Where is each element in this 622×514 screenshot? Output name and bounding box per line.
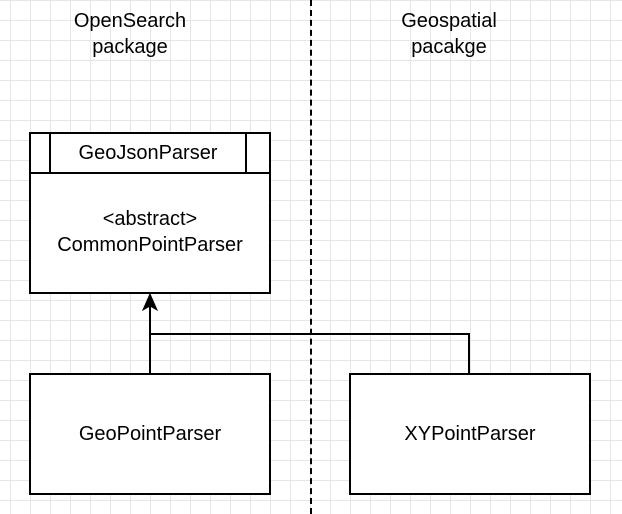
- geo-point-parser-class[interactable]: GeoPointParser: [29, 373, 271, 495]
- package-label-line: pacakge: [411, 36, 487, 58]
- package-label-line: package: [92, 36, 168, 58]
- interface-bar-left: [49, 134, 51, 172]
- xy-point-parser-class[interactable]: XYPointParser: [349, 373, 591, 495]
- class-body: <abstract> CommonPointParser: [31, 206, 269, 258]
- interface-name: GeoJsonParser: [78, 142, 218, 164]
- class-name: CommonPointParser: [57, 234, 243, 256]
- geojson-parser-interface: GeoJsonParser: [31, 134, 269, 174]
- connector-line: [149, 333, 470, 373]
- class-name: GeoPointParser: [78, 423, 222, 445]
- package-label-line: OpenSearch: [73, 10, 187, 32]
- class-name: XYPointParser: [404, 423, 536, 445]
- common-point-parser-class[interactable]: GeoJsonParser <abstract> CommonPointPars…: [29, 132, 271, 294]
- interface-bar-right: [245, 134, 247, 172]
- package-divider: [310, 0, 312, 514]
- opensearch-package-label: OpenSearch package: [30, 8, 230, 60]
- class-stereotype: <abstract>: [102, 208, 198, 230]
- package-label-line: Geospatial: [401, 10, 497, 32]
- geospatial-package-label: Geospatial pacakge: [349, 8, 549, 60]
- inheritance-arrowhead: [141, 292, 159, 312]
